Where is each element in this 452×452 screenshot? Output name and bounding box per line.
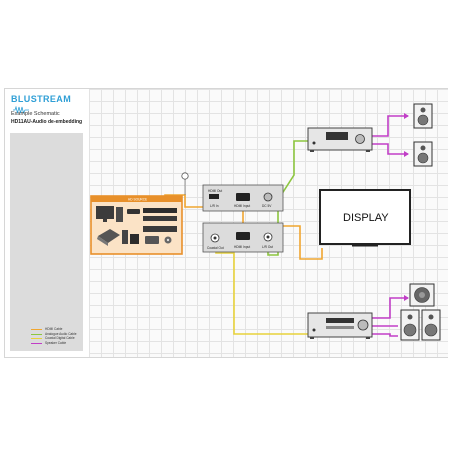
legend-item-hdmi: HDMI Cable bbox=[31, 327, 77, 332]
hdmi-out-port bbox=[209, 194, 219, 199]
brand-logo: BLUSTREAM bbox=[11, 94, 89, 114]
title-sidebar: BLUSTREAM Example Schematic HD11AU-Audio… bbox=[5, 89, 89, 357]
coaxial-swatch bbox=[31, 338, 42, 340]
media-player-icon bbox=[127, 209, 140, 214]
games-console-icon bbox=[122, 230, 128, 244]
brand-name: BLUSTREAM bbox=[11, 94, 72, 104]
hdmi-cable-display bbox=[283, 225, 323, 260]
camera-icon bbox=[145, 236, 159, 244]
hdmi-connector bbox=[181, 172, 189, 180]
subwoofer bbox=[409, 283, 435, 307]
hdmi-input-port-rx bbox=[236, 232, 250, 240]
speaker-top-2 bbox=[413, 141, 433, 167]
hdmi-swatch bbox=[31, 329, 42, 331]
speaker-bottom-left bbox=[400, 309, 420, 341]
cable-legend: HDMI Cable Analogue Audio Cable Coaxial … bbox=[31, 327, 77, 346]
speaker-arrow-1 bbox=[404, 113, 409, 119]
audio-extractor-output-unit: Coaxial Out HDMI Input L/R Out bbox=[202, 222, 284, 253]
analogue-swatch bbox=[31, 333, 42, 335]
port-hdmi-out-label: HDMI Out bbox=[208, 189, 222, 193]
speaker-arrow-2 bbox=[404, 151, 409, 157]
display-stand bbox=[352, 244, 378, 247]
speaker-cable-top-2 bbox=[372, 143, 408, 155]
legend-item-coaxial: Coaxial Digital Cable bbox=[31, 336, 77, 341]
power-led bbox=[312, 141, 316, 145]
hd-source-box: HD SOURCE bbox=[90, 195, 183, 255]
av-receiver-icon bbox=[143, 226, 177, 232]
speaker-cable-top-1 bbox=[372, 115, 408, 137]
schematic-subtitle: HD11AU-Audio de-embedding bbox=[11, 119, 83, 125]
port-coax-label: Coaxial Out bbox=[207, 246, 224, 250]
schematic-heading: Example Schematic bbox=[11, 111, 60, 117]
hdmi-input-port bbox=[236, 193, 250, 201]
speaker-arrow-3 bbox=[404, 295, 409, 301]
port-lr-out-label: L/R Out bbox=[262, 245, 273, 249]
speaker-bottom-right bbox=[421, 309, 441, 341]
speaker-cable-bottom-3 bbox=[372, 333, 398, 337]
display-tv: DISPLAY bbox=[319, 189, 411, 247]
receiver-display bbox=[326, 318, 354, 323]
receiver-knob-icon bbox=[357, 319, 369, 331]
monitor-icon bbox=[96, 206, 114, 219]
port-hdmi-input-rx-label: HDMI Input bbox=[234, 245, 250, 249]
display-label: DISPLAY bbox=[343, 212, 389, 224]
volume-knob-icon bbox=[355, 134, 365, 144]
wave-icon bbox=[13, 105, 29, 114]
speaker-top-1 bbox=[413, 103, 433, 129]
port-hdmi-input-label: HDMI Input bbox=[234, 204, 250, 208]
amp-display bbox=[326, 132, 348, 140]
dc-power-port bbox=[263, 192, 273, 202]
port-lr-in-label: L/R In bbox=[210, 204, 219, 208]
coaxial-cable bbox=[215, 243, 308, 335]
av-receiver bbox=[307, 312, 373, 339]
legend-item-analogue: Analogue Audio Cable bbox=[31, 332, 77, 337]
bluray-player-icon bbox=[143, 216, 177, 221]
source-label: HD SOURCE bbox=[128, 198, 147, 202]
set-top-box-icon bbox=[143, 208, 177, 213]
legend-item-speaker: Speaker Cable bbox=[31, 341, 77, 346]
port-dc-label: DC 5V bbox=[262, 204, 272, 208]
stereo-amplifier bbox=[307, 127, 373, 152]
pc-tower-icon bbox=[116, 207, 123, 222]
laptop-icon bbox=[98, 229, 120, 243]
notes-panel bbox=[10, 133, 83, 351]
audio-extractor-input-unit: HDMI Out L/R In HDMI Input DC 5V bbox=[202, 184, 284, 212]
speaker-cable-bottom-1 bbox=[372, 297, 408, 319]
speaker-swatch bbox=[31, 342, 42, 344]
